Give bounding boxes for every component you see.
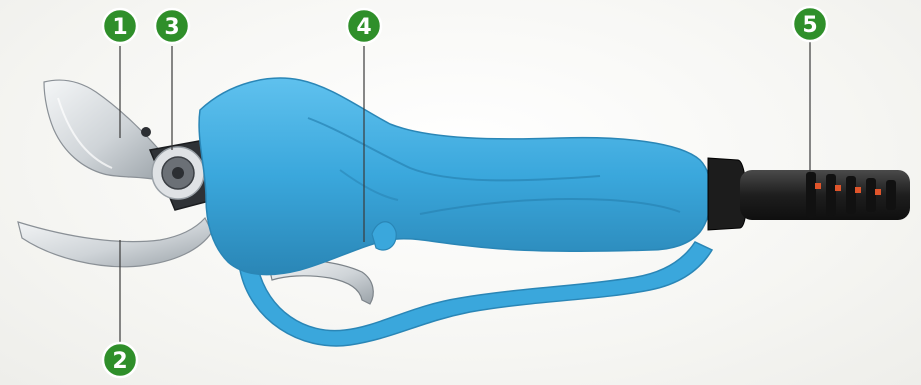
cable-sleeve	[740, 170, 910, 220]
callout-3-label: 3	[164, 15, 179, 40]
blade-screw	[141, 127, 151, 137]
lower-blade	[18, 218, 212, 267]
callout-5-label: 5	[802, 13, 817, 38]
callout-1: 1	[103, 9, 137, 43]
callout-4-label: 4	[356, 15, 371, 40]
callout-2: 2	[103, 343, 137, 377]
callout-4: 4	[347, 9, 381, 43]
callout-3: 3	[155, 9, 189, 43]
callout-1-label: 1	[112, 15, 127, 40]
handle-body	[199, 78, 711, 275]
pivot-bolt	[172, 167, 184, 179]
callout-2-label: 2	[112, 349, 127, 374]
callout-5: 5	[793, 7, 827, 41]
